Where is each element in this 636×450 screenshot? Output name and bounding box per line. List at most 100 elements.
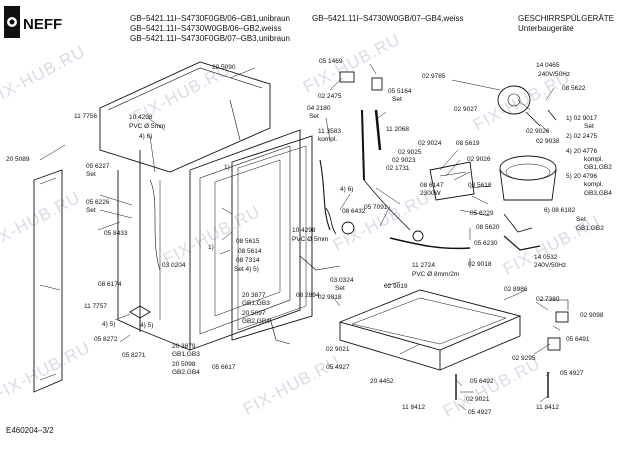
part-label: 4) 6) [340, 186, 354, 193]
part-label: 08 5614 [238, 248, 262, 255]
part-label: 08 5622 [562, 85, 586, 92]
part-label: 4) 5) [102, 321, 116, 328]
part-label: 02 9038 [536, 138, 560, 145]
part-label: 11 7756 [74, 113, 98, 120]
part-label: 05 8433 [104, 230, 128, 237]
part-label: PVC Ø 8mm/2m [412, 271, 460, 278]
part-label: 05 8271 [122, 352, 146, 359]
part-label: 4) 6) [139, 133, 153, 140]
part-label: 04 2180 [307, 105, 331, 112]
model-line-2: GB–5421.11I–S4730W0GB/06–GB2,weiss [130, 24, 282, 33]
valve [341, 221, 355, 235]
adjusting-foot [129, 305, 151, 319]
part-label: 20 5090 [212, 64, 236, 71]
part-label: 11 2724 [412, 262, 436, 269]
part-label: 02 9019 [384, 283, 408, 290]
part-label: 02 9027 [454, 106, 478, 113]
part-label: 240V/50Hz [538, 71, 571, 78]
part-label: 6) 08 6182 [544, 207, 576, 214]
part-label: 05 4927 [468, 409, 492, 416]
part-label: 2300W [420, 190, 441, 197]
sump-ring [499, 155, 557, 181]
part-label: PVC Ø 5mm [129, 123, 166, 130]
model-line-1: GB–5421.11I–S4730F0GB/06–GB1,unibraun [130, 14, 290, 23]
part-label: 11 7757 [84, 303, 108, 310]
part-label: 05 4927 [560, 370, 584, 377]
part-label: Set 4) 5) [234, 266, 259, 273]
part-label: 1) [208, 244, 214, 251]
part-label: GB2,GB4 [172, 369, 200, 376]
fuse [547, 337, 561, 351]
part-label: 4) 20 4776 [566, 148, 598, 155]
inner-door [231, 135, 313, 341]
part-label: 08 5619 [456, 140, 480, 147]
part-label: 05 6491 [566, 336, 590, 343]
part-label: 05 1469 [319, 58, 343, 65]
part-label: 02 9295 [512, 355, 536, 362]
part-label: 02 1731 [386, 165, 410, 172]
neff-logo: NEFF [4, 6, 62, 38]
part-label: 05 6617 [212, 364, 236, 371]
part-label: kompl. [584, 181, 604, 188]
part-label: GB1,GB3 [242, 300, 270, 307]
part-label: 02 9026 [467, 156, 491, 163]
part-label: 08 5615 [236, 238, 260, 245]
part-label: GB1,GB2 [576, 225, 604, 232]
part-label: Set [335, 285, 345, 292]
part-label: 03 0204 [162, 262, 186, 269]
part-label: 03 0324 [330, 277, 354, 284]
part-label: 11 3583 [318, 128, 342, 135]
part-label: Set [392, 96, 402, 103]
part-label: 1) 02 9017 [566, 115, 598, 122]
model-line-3: GB–5421.11I–S4730F0GB/07–GB3,unibraun [130, 34, 290, 43]
part-label: 08 5618 [468, 182, 492, 189]
part-label: Set [86, 171, 96, 178]
part-label: 02 9021 [466, 396, 490, 403]
heater-block [429, 161, 475, 201]
model-line-4: GB–5421.11I–S4730W0GB/07–GB4,weiss [312, 14, 464, 23]
base-frame [338, 289, 522, 351]
part-label: 08 7314 [236, 257, 260, 264]
cabinet-top-panel [99, 61, 271, 173]
part-label: 4) 5) [140, 322, 154, 329]
part-label: GB1,GB3 [172, 351, 200, 358]
part-label: 20 5097 [242, 310, 266, 317]
part-label: 02 2475 [318, 93, 342, 100]
part-label: GB1,GB2 [584, 164, 612, 171]
part-label: 05 6492 [470, 378, 494, 385]
part-label: 11 2068 [386, 126, 410, 133]
part-label: 08 6147 [420, 182, 444, 189]
part-label: 05 6230 [474, 240, 498, 247]
part-label: Set [576, 216, 586, 223]
part-label: Set [584, 123, 594, 130]
part-label: 20 3877 [242, 292, 266, 299]
part-label: kompl. [318, 136, 338, 143]
part-label: GB2,GB4 [242, 318, 270, 325]
part-label: 11 8412 [536, 404, 560, 411]
part-label: 08 2894 [296, 292, 320, 299]
part-label: 14 0532 [534, 254, 558, 261]
part-label: 1) [224, 164, 230, 171]
part-label: kompl. [584, 156, 604, 163]
category-subtitle: Unterbaugeräte [518, 24, 574, 33]
part-label: 08 5620 [476, 224, 500, 231]
part-label: 05 5164 [388, 88, 412, 95]
part-label: 10 4298 [292, 227, 316, 234]
part-label: 02 9018 [468, 261, 492, 268]
part-label: 02 9024 [418, 140, 442, 147]
part-label: 05 7091 [364, 204, 388, 211]
part-label: 10 4298 [129, 114, 153, 121]
category-title: GESCHIRRSPÜLGERÄTE [518, 14, 615, 23]
svg-text:NEFF: NEFF [23, 16, 62, 33]
part-label: 02 9785 [422, 73, 446, 80]
part-label: 02 9026 [526, 128, 550, 135]
part-label: 02 9025 [398, 149, 422, 156]
part-label: 20 3879 [172, 343, 196, 350]
part-label: 2) 02 2475 [566, 133, 598, 140]
part-label: 240V/50Hz [534, 262, 567, 269]
part-label: 08 6432 [342, 208, 366, 215]
part-label: 11 8412 [402, 404, 426, 411]
part-label: 5) 20 4796 [566, 173, 598, 180]
